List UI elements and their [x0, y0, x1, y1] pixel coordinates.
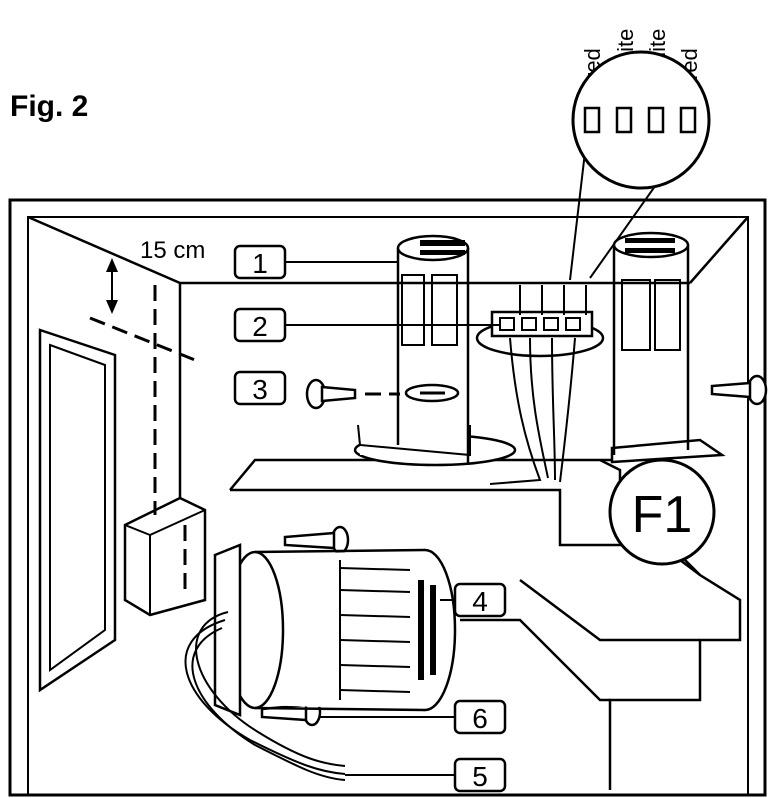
motor-assembly	[213, 543, 457, 717]
f1-label: F1	[632, 486, 693, 544]
callout-3-label: 3	[252, 374, 268, 405]
heater-cylinder-left	[353, 234, 517, 467]
connector-magnifier	[569, 50, 711, 281]
cable-bundle	[184, 611, 346, 781]
callout-2: 2	[233, 307, 287, 343]
dimension-label: 15 cm	[140, 237, 205, 264]
mounting-guides	[89, 285, 196, 590]
callout-3: 3	[233, 370, 287, 406]
callout-leaders	[285, 261, 500, 776]
figure-title: Fig. 2	[10, 90, 88, 123]
heater-cylinder-right	[610, 231, 726, 464]
callout-6: 6	[453, 699, 507, 735]
callout-1: 1	[233, 244, 287, 280]
f1-marker: F1	[608, 458, 716, 566]
callout-5-label: 5	[472, 761, 488, 792]
dimension-marker: 15 cm	[106, 237, 205, 314]
screw-icon-3	[305, 378, 400, 410]
callout-2-label: 2	[252, 311, 268, 342]
screw-icon-top	[283, 525, 350, 555]
callout-5: 5	[453, 757, 507, 793]
callout-1-label: 1	[252, 248, 268, 279]
screw-icon-right	[710, 374, 768, 406]
callout-4-label: 4	[472, 586, 488, 617]
callout-4: 4	[453, 582, 507, 618]
callout-6-label: 6	[472, 703, 488, 734]
terminal-block	[475, 285, 605, 485]
